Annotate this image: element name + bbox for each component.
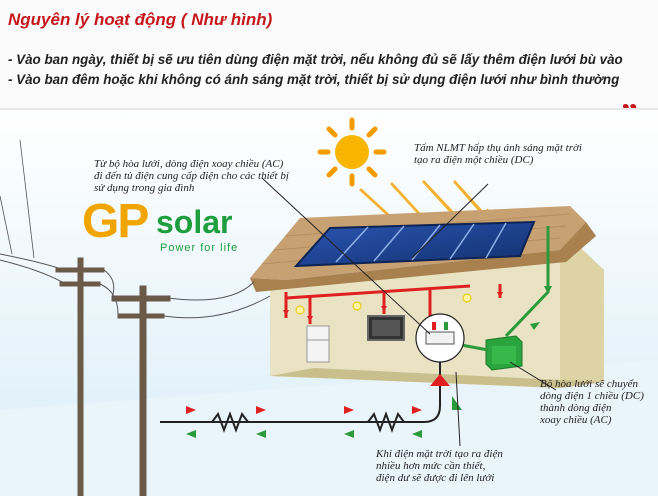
roof-edge — [250, 222, 596, 292]
solar-panel-array — [293, 220, 536, 268]
header-line-night: - Vào ban đêm hoặc khi không có ánh sáng… — [8, 72, 620, 87]
resistor-icons — [211, 411, 405, 433]
note-panel-dc-line: Tấm NLMT hấp thụ ánh sáng mặt trời — [414, 142, 582, 154]
logo-gp-text: GP — [82, 195, 149, 248]
note-panel-dc: Tấm NLMT hấp thụ ánh sáng mặt trời tạo r… — [414, 142, 582, 166]
header-line-day: - Vào ban ngày, thiết bị sẽ ưu tiên dùng… — [8, 52, 623, 67]
grid-export-arrows — [186, 396, 462, 438]
logo-solar-text: solar — [156, 204, 233, 240]
note-inverter-line: dòng điện 1 chiều (DC) — [540, 390, 644, 402]
note-grid-ac-line: đi đến tủ điện cung cấp điện cho các thi… — [94, 170, 289, 182]
ac-flow-arrows — [283, 292, 503, 322]
solar-panel-grid — [335, 222, 507, 263]
quote-close-mark: „ — [621, 80, 638, 117]
house-side-wall — [554, 228, 604, 388]
note-grid-ac-line: Từ bộ hòa lưới, dòng điện xoay chiều (AC… — [94, 158, 284, 170]
power-lines — [0, 139, 271, 319]
ground-plane — [0, 360, 658, 496]
note-surplus-line: nhiều hơn mức cần thiết, — [376, 460, 486, 472]
logo-tagline: Power for life — [160, 242, 239, 254]
grid-cable — [160, 362, 441, 423]
note-surplus-line: điện dư sẽ được đi lên lưới — [376, 472, 495, 484]
note-surplus: Khi điện mặt trời tạo ra điện nhiều hơn … — [376, 448, 503, 484]
grid-import-arrows — [186, 374, 450, 414]
note-inverter: Bộ hòa lưới sẽ chuyển dòng điện 1 chiều … — [540, 378, 644, 426]
television-icon — [367, 315, 405, 341]
lamp-icons — [295, 293, 472, 315]
note-inverter-line: thành dòng điện — [540, 402, 612, 414]
note-inverter-line: xoay chiều (AC) — [540, 414, 612, 426]
refrigerator-icon — [306, 325, 330, 363]
note-inverter-line: Bộ hòa lưới sẽ chuyển — [540, 378, 639, 390]
note-surplus-line: Khi điện mặt trời tạo ra điện — [376, 448, 503, 460]
note-grid-ac: Từ bộ hòa lưới, dòng điện xoay chiều (AC… — [94, 158, 289, 194]
dc-flow-arrows — [530, 286, 552, 330]
solar-system-diagram — [0, 110, 658, 496]
inverter-box — [485, 335, 523, 371]
note-panel-dc-line: tạo ra điện một chiều (DC) — [414, 154, 534, 166]
note-grid-ac-line: sử dụng trong gia đình — [94, 182, 195, 194]
callout-lines — [261, 177, 557, 447]
meter-inset — [415, 313, 465, 363]
header-divider — [0, 108, 658, 110]
header-panel: Nguyên lý hoạt động ( Như hình) - Vào ba… — [0, 0, 658, 117]
sun-icon — [317, 117, 387, 187]
header-title: Nguyên lý hoạt động ( Như hình) — [8, 10, 273, 29]
